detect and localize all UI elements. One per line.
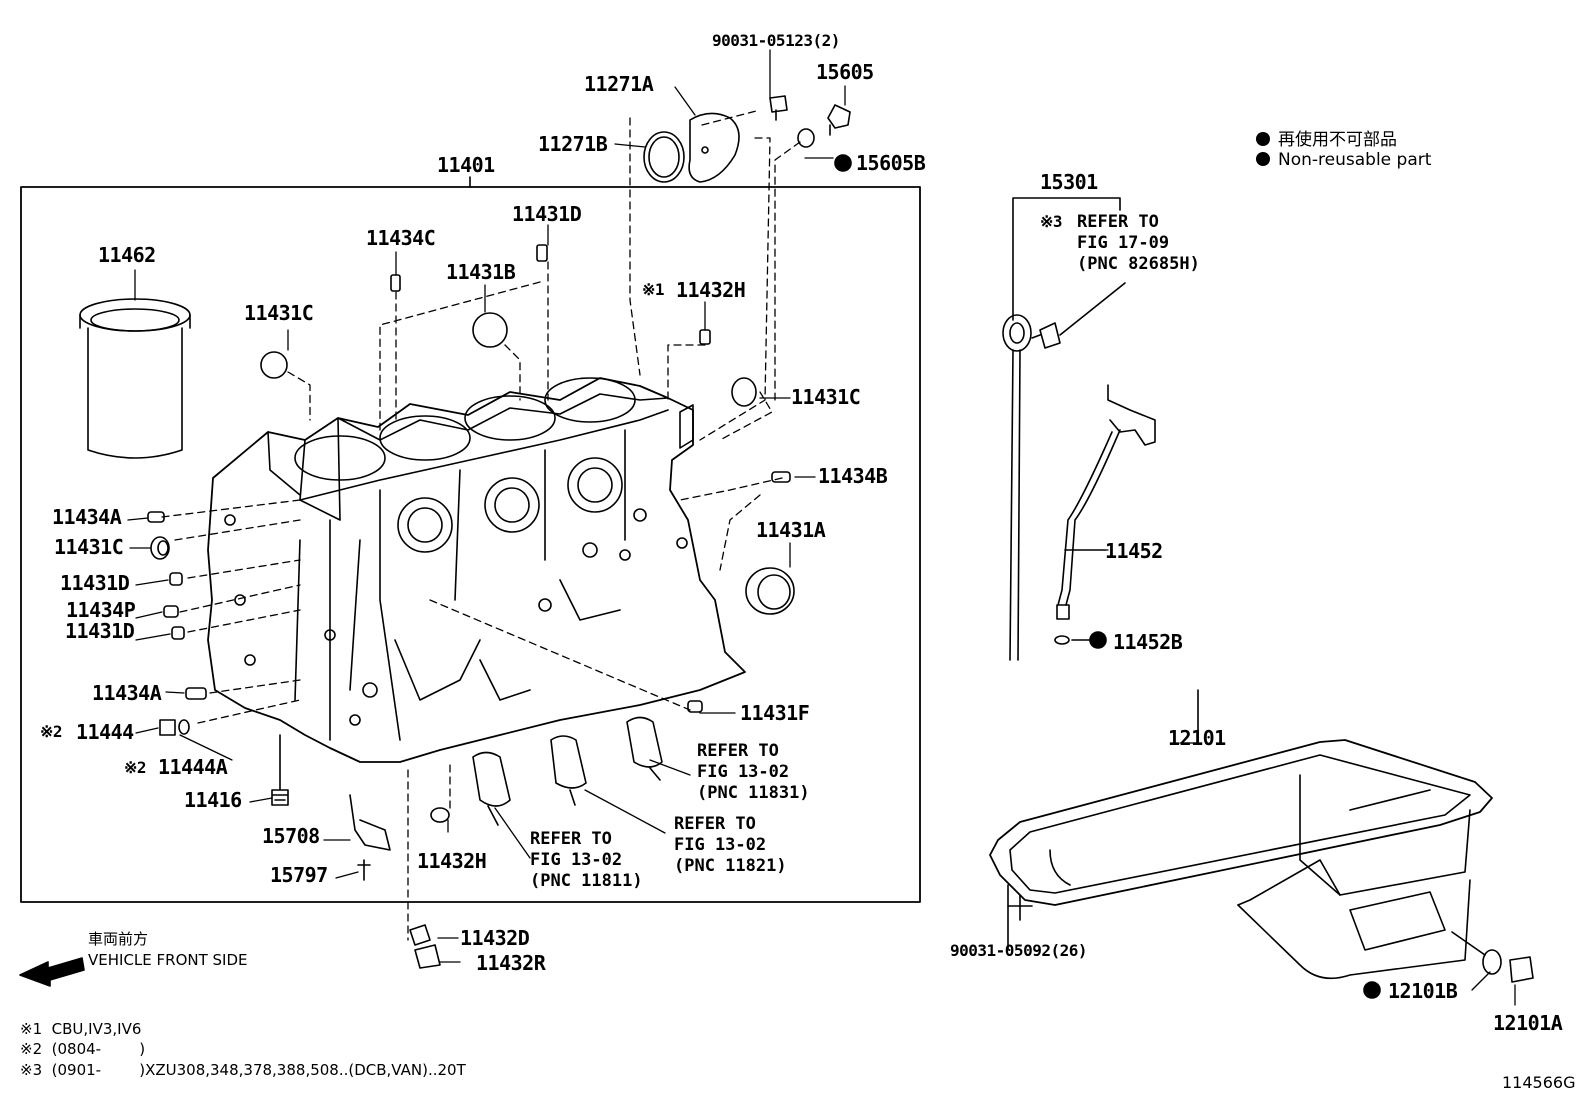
cover-drawings xyxy=(643,95,851,183)
label-90031-05123[interactable]: 90031-05123(2) xyxy=(712,31,840,50)
label-11444A[interactable]: 11444A xyxy=(158,755,228,779)
label-11271A[interactable]: 11271A xyxy=(584,72,654,96)
label-11431C-left[interactable]: 11431C xyxy=(54,535,124,559)
label-11434A-1[interactable]: 11434A xyxy=(52,505,122,529)
footnote-3: ※3 (0901- )XZU308,348,378,388,508..(DCB,… xyxy=(20,1061,466,1079)
label-15708[interactable]: 15708 xyxy=(262,824,320,848)
refer-11811[interactable]: REFER TO FIG 13-02 (PNC 11811) xyxy=(530,829,643,891)
label-11431B[interactable]: 11431B xyxy=(446,260,516,284)
footnote-2: ※2 (0804- ) xyxy=(20,1040,146,1058)
label-11432R[interactable]: 11432R xyxy=(476,951,546,975)
label-11452[interactable]: 11452 xyxy=(1105,539,1163,563)
label-15605B[interactable]: 15605B xyxy=(856,151,926,175)
dipstick-drawing xyxy=(1002,197,1126,661)
label-11271B[interactable]: 11271B xyxy=(538,132,608,156)
mark-2a: ※2 xyxy=(40,722,63,741)
front-side-jp: 車両前方 xyxy=(88,930,149,948)
nr-dot-11452B xyxy=(1089,631,1107,649)
label-11431C-right[interactable]: 11431C xyxy=(791,385,861,409)
label-11434C[interactable]: 11434C xyxy=(366,226,436,250)
label-11434A-2[interactable]: 11434A xyxy=(92,681,162,705)
label-11432H-top[interactable]: 11432H xyxy=(676,278,746,302)
label-11444[interactable]: 11444 xyxy=(76,720,134,744)
label-11432D[interactable]: 11432D xyxy=(460,926,530,950)
mark-1: ※1 xyxy=(642,280,665,299)
label-12101B[interactable]: 12101B xyxy=(1388,979,1458,1003)
label-15301[interactable]: 15301 xyxy=(1040,170,1098,194)
nr-dot-15605B xyxy=(834,154,852,172)
mark-3: ※3 xyxy=(1040,212,1063,231)
label-12101[interactable]: 12101 xyxy=(1168,726,1226,750)
footnote-1: ※1 CBU,IV3,IV6 xyxy=(20,1020,142,1038)
refer-11831[interactable]: REFER TO FIG 13-02 (PNC 11831) xyxy=(697,741,810,803)
label-11431A[interactable]: 11431A xyxy=(756,518,826,542)
label-11431C-top[interactable]: 11431C xyxy=(244,301,314,325)
label-11434P[interactable]: 11434P xyxy=(66,598,136,622)
part-leaders xyxy=(127,49,1516,1006)
front-arrow-icon xyxy=(19,957,85,987)
front-side-en: VEHICLE FRONT SIDE xyxy=(88,951,248,969)
diagram-id: 114566G xyxy=(1502,1073,1576,1092)
group-label-11401[interactable]: 11401 xyxy=(437,153,495,177)
dipstick-guide-drawing xyxy=(1054,384,1156,645)
label-15797[interactable]: 15797 xyxy=(270,863,328,887)
engine-block-drawing xyxy=(207,377,746,763)
label-11452B[interactable]: 11452B xyxy=(1113,630,1183,654)
label-15605[interactable]: 15605 xyxy=(816,60,874,84)
oil-pan-drawing xyxy=(989,689,1534,983)
refer-11821[interactable]: REFER TO FIG 13-02 (PNC 11821) xyxy=(674,814,787,876)
bearing-drawings xyxy=(472,716,663,826)
legend-en: Non-reusable part xyxy=(1256,150,1431,170)
nr-dot-12101B xyxy=(1363,981,1381,999)
non-reusable-dot-icon xyxy=(1256,132,1270,146)
refer-82685H[interactable]: REFER TO FIG 17-09 (PNC 82685H) xyxy=(1077,212,1200,274)
label-12101A[interactable]: 12101A xyxy=(1493,1011,1563,1035)
label-11431F[interactable]: 11431F xyxy=(740,701,810,725)
mark-2b: ※2 xyxy=(124,758,147,777)
non-reusable-dot-icon xyxy=(1256,152,1270,166)
label-90031-05092[interactable]: 90031-05092(26) xyxy=(950,941,1088,960)
label-11431D-l2[interactable]: 11431D xyxy=(65,619,135,643)
small-parts-drawings xyxy=(147,244,795,969)
label-11431D-top[interactable]: 11431D xyxy=(512,202,582,226)
dashed-leaders xyxy=(161,109,801,941)
label-11462[interactable]: 11462 xyxy=(98,243,156,267)
label-11416[interactable]: 11416 xyxy=(184,788,242,812)
label-11434B[interactable]: 11434B xyxy=(818,464,888,488)
label-11431D-l1[interactable]: 11431D xyxy=(60,571,130,595)
cylinder-liner-drawing xyxy=(79,298,191,459)
legend-jp: 再使用不可部品 xyxy=(1256,125,1397,150)
label-11432H-bottom[interactable]: 11432H xyxy=(417,849,487,873)
